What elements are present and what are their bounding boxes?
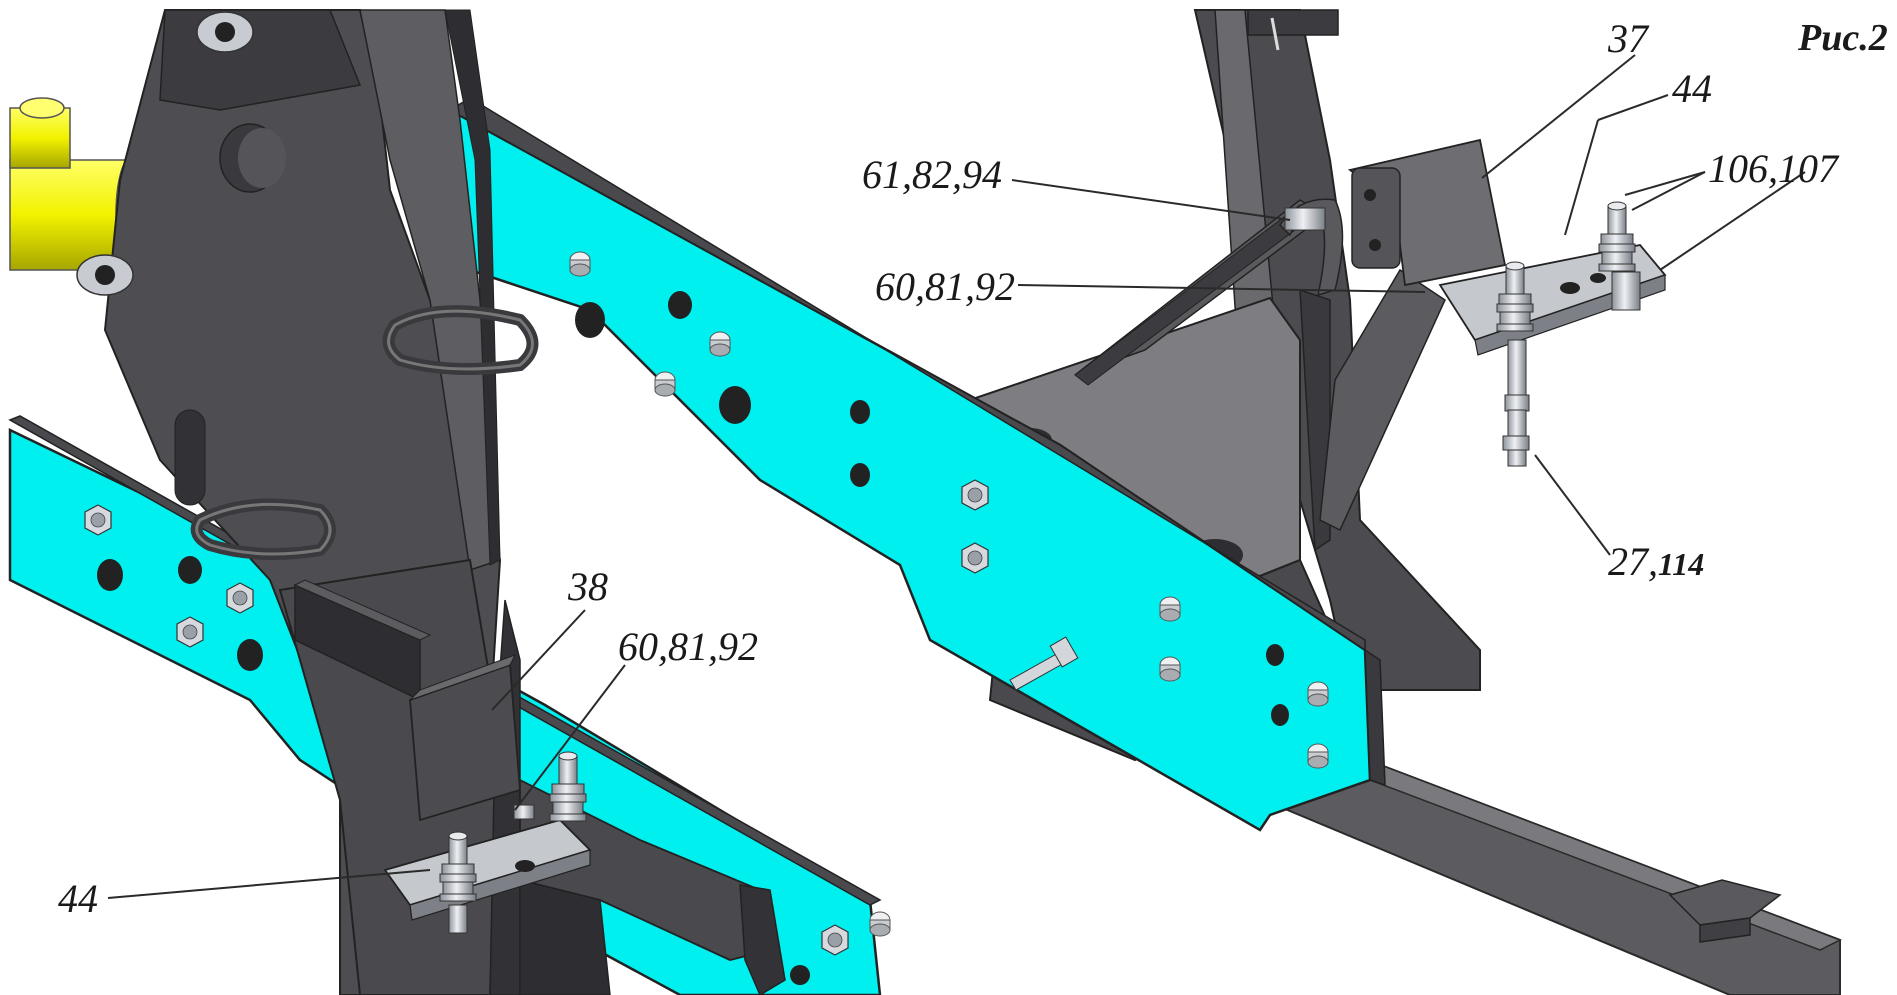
leader-44-bot [107, 869, 431, 899]
callout-60-81-92-top: 60,81,92 [875, 264, 1015, 309]
slotted-clip-small [1668, 879, 1782, 943]
leader-44-top [1597, 94, 1669, 121]
eye-bolt-left [76, 254, 134, 296]
tow-ring-lower [190, 498, 336, 560]
callout-44-bottom: 44 [58, 876, 98, 921]
callout-37: 37 [1607, 16, 1650, 61]
callout-60-81-92-bottom: 60,81,92 [618, 624, 758, 669]
lower-gusset [519, 778, 786, 995]
leader-60-bot [514, 664, 626, 811]
leader-60-top [1017, 284, 1426, 293]
callout-27: 27,114 [1608, 539, 1704, 584]
leader-61 [1011, 179, 1291, 221]
leader-38 [491, 609, 586, 711]
callout-44-top: 44 [1672, 66, 1712, 111]
callout-27-a: 27, [1608, 539, 1658, 584]
leader-44-top-b [1564, 119, 1599, 236]
leader-106-b [1631, 171, 1706, 211]
leader-106-a [1624, 171, 1706, 196]
callout-61-82-94: 61,82,94 [862, 152, 1002, 197]
tow-ring-upper [382, 305, 539, 375]
leader-106-c [1659, 171, 1806, 271]
leader-lines [107, 54, 1806, 899]
figure-label: Рис.2 [1797, 17, 1888, 59]
leader-27 [1534, 454, 1611, 556]
left-clamp-plate [383, 751, 592, 934]
callout-106-107: 106,107 [1708, 146, 1840, 191]
callout-27-b: 114 [1658, 546, 1704, 582]
right-clamp-plate [1438, 201, 1667, 467]
callout-38: 38 [567, 564, 608, 609]
eye-bolt-top [196, 11, 254, 53]
leader-37 [1481, 54, 1636, 179]
